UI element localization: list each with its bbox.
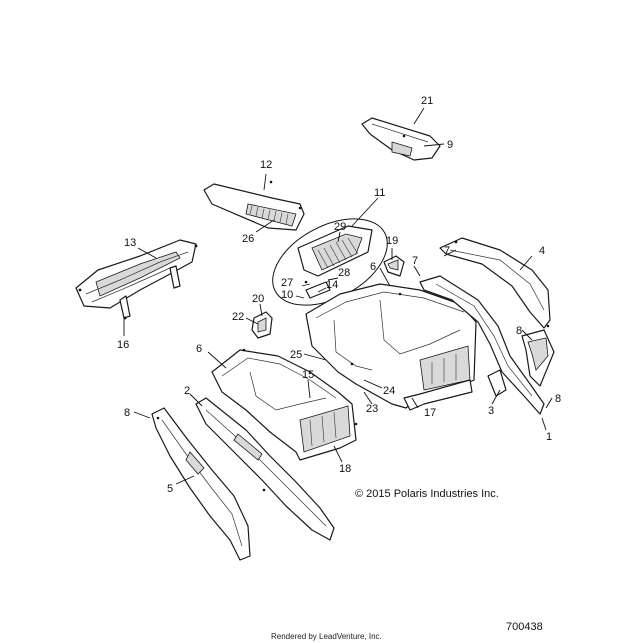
callout-16: 16 bbox=[117, 339, 129, 351]
callout-23: 23 bbox=[366, 403, 378, 415]
callout-14: 14 bbox=[326, 279, 338, 291]
callout-3: 3 bbox=[488, 405, 494, 417]
callout-18: 18 bbox=[339, 463, 351, 475]
part-17-tub-side bbox=[403, 379, 473, 411]
callout-5: 5 bbox=[167, 483, 173, 495]
copyright-notice: © 2015 Polaris Industries Inc. bbox=[355, 488, 499, 500]
callout-labels: 21 9 12 11 26 29 13 19 6 27 28 14 10 7 4… bbox=[117, 95, 561, 495]
callout-24: 24 bbox=[383, 385, 395, 397]
callout-15: 15 bbox=[302, 369, 314, 381]
part-12-vent-panel bbox=[203, 180, 305, 231]
part-2-left-rail bbox=[195, 397, 335, 541]
callout-13: 13 bbox=[124, 237, 136, 249]
footer-credit: Rendered by LeadVenture, Inc. bbox=[271, 632, 382, 641]
callout-1: 1 bbox=[546, 431, 552, 443]
callout-9: 9 bbox=[447, 139, 453, 151]
part-4-right-upper-panel bbox=[439, 237, 551, 329]
leader-lines bbox=[123, 107, 553, 485]
callout-8-left: 8 bbox=[124, 407, 130, 419]
part-6-rear-tub-upper bbox=[305, 283, 477, 409]
callout-19: 19 bbox=[386, 235, 398, 247]
callout-25: 25 bbox=[290, 349, 302, 361]
part-5-left-rear-panel bbox=[151, 407, 251, 561]
part-20-bracket bbox=[251, 311, 273, 339]
callout-2: 2 bbox=[184, 385, 190, 397]
callout-22: 22 bbox=[232, 311, 244, 323]
callout-28: 28 bbox=[338, 267, 350, 279]
callout-4: 4 bbox=[539, 245, 545, 257]
callout-21: 21 bbox=[421, 95, 433, 107]
callout-27: 27 bbox=[281, 277, 293, 289]
callout-6-rear: 6 bbox=[370, 261, 376, 273]
part-13-rack-assembly bbox=[75, 239, 198, 320]
part-9-top-panel bbox=[361, 117, 441, 161]
callout-12: 12 bbox=[260, 159, 272, 171]
callout-6-front: 6 bbox=[196, 343, 202, 355]
callout-8-right-upper: 8 bbox=[516, 325, 522, 337]
callout-8-right-lower: 8 bbox=[555, 393, 561, 405]
part-6-front-tub-lower bbox=[211, 348, 358, 461]
part-29-storage-panel bbox=[297, 225, 373, 299]
callout-29: 29 bbox=[334, 221, 346, 233]
callout-20: 20 bbox=[252, 293, 264, 305]
callout-26: 26 bbox=[242, 233, 254, 245]
callout-11: 11 bbox=[374, 187, 385, 199]
callout-7-right: 7 bbox=[444, 245, 450, 257]
part-3-right-rear-panel bbox=[419, 275, 555, 415]
callout-7-upper: 7 bbox=[412, 255, 418, 267]
part-19-bracket bbox=[383, 255, 405, 277]
callout-17: 17 bbox=[424, 407, 436, 419]
diagram-number: 700438 bbox=[506, 621, 543, 633]
callout-10: 10 bbox=[281, 289, 293, 301]
